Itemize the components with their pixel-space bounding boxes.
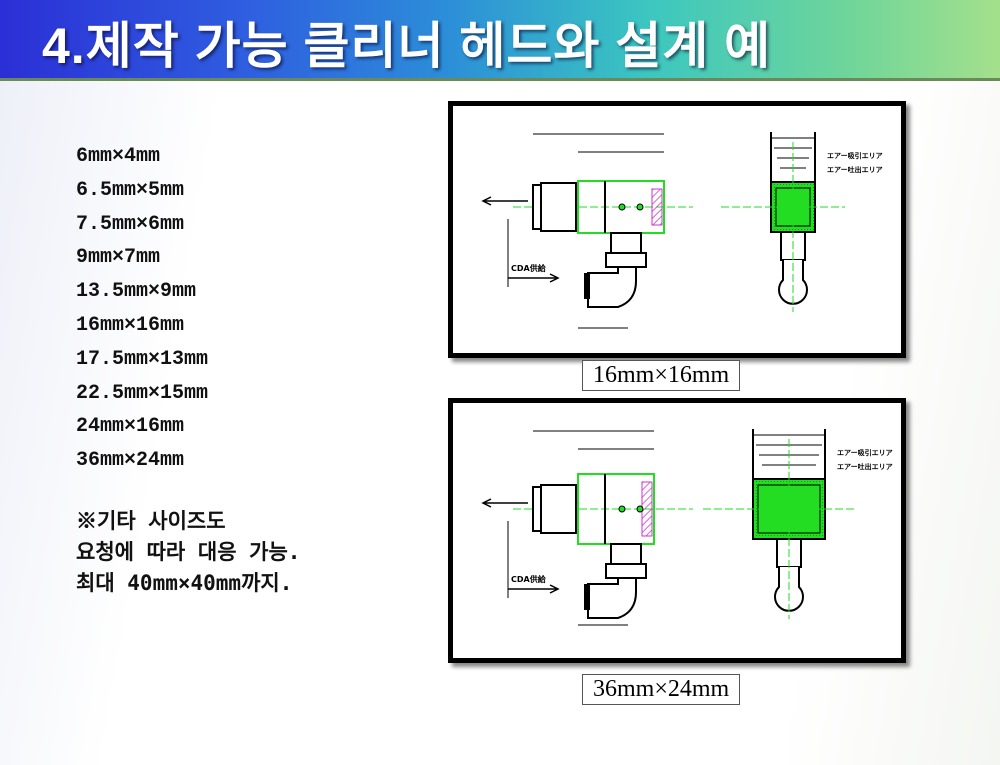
fitting-flange (532, 184, 542, 230)
note-line: 요청에 따라 대응 가능. (76, 540, 301, 564)
elbow (587, 577, 637, 619)
port-2 (636, 505, 644, 513)
port-2 (636, 203, 644, 211)
fitting-nut (540, 484, 577, 534)
supply-label: CDA供給 (511, 574, 547, 584)
drawing-36x24: CDA供給 エアー吸引エリアエアー吐出エリア (448, 398, 906, 663)
blow-area-label: エアー吐出エリア (837, 462, 893, 471)
size-item: 6.5mm×5mm (76, 178, 185, 202)
elbow-stem (610, 232, 642, 254)
exhaust-arrow (481, 498, 528, 508)
size-item: 6mm×4mm (76, 145, 161, 168)
elbow-end (584, 584, 590, 610)
elbow-nut (605, 563, 647, 579)
supply-arrow (508, 273, 560, 283)
suction-area-label: エアー吸引エリア (827, 151, 883, 160)
slide-title: 4.제작 가능 클리너 헤드와 설계 예 (42, 18, 772, 74)
caption-16x16: 16mm×16mm (582, 360, 741, 391)
size-item: 17.5mm×13mm (76, 347, 209, 371)
port-1 (618, 505, 626, 513)
size-item: 36mm×24mm (76, 449, 185, 473)
size-item: 7.5mm×6mm (76, 212, 185, 236)
note-text: ※기타 사이즈도 요청에 따라 대응 가능. 최대 40mm×40mm까지. (76, 506, 300, 599)
elbow-end (584, 273, 590, 299)
size-item: 24mm×16mm (76, 415, 185, 439)
port-1 (618, 203, 626, 211)
supply-label: CDA供給 (511, 263, 547, 273)
exhaust-arrow (481, 196, 528, 206)
elbow-nut (605, 252, 647, 268)
size-item: 9mm×7mm (76, 246, 161, 270)
fitting-nut (540, 182, 577, 232)
elbow (587, 266, 637, 308)
size-item: 16mm×16mm (76, 313, 185, 337)
drawing-16x16: CDA供給 エアー吸引エリアエアー吐出エリア (448, 101, 906, 358)
blow-area-label: エアー吐出エリア (827, 165, 883, 174)
elbow-stem (610, 543, 642, 565)
size-item: 22.5mm×15mm (76, 381, 209, 405)
note-line: 최대 40mm×40mm까지. (76, 571, 293, 595)
caption-36x24: 36mm×24mm (582, 674, 741, 705)
note-line: ※기타 사이즈도 (76, 509, 226, 533)
size-item: 13.5mm×9mm (76, 280, 197, 304)
fitting-flange (532, 486, 542, 532)
title-bar: 4.제작 가능 클리너 헤드와 설계 예 (0, 0, 1000, 81)
supply-arrow (508, 584, 560, 594)
size-list: 6mm×4mm 6.5mm×5mm 7.5mm×6mm 9mm×7mm 13.5… (76, 140, 208, 478)
suction-area-label: エアー吸引エリア (837, 448, 893, 457)
nozzle-hatch (651, 188, 663, 226)
